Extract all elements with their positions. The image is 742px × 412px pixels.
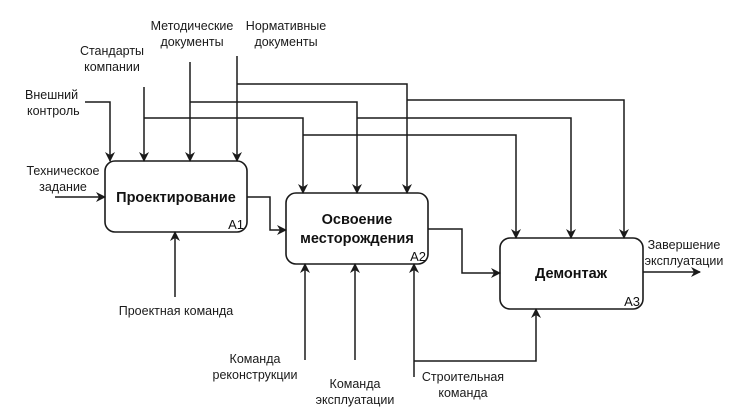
arrow-company-standards	[139, 87, 521, 239]
block-a3-id: A3	[624, 294, 640, 309]
block-a2-title-line1: Освоение	[322, 212, 393, 228]
label-design-team: Проектная команда	[119, 304, 234, 318]
block-a2[interactable]: Освоение месторождения A2	[285, 192, 429, 265]
svg-text:Нормативные: Нормативные	[246, 19, 326, 33]
svg-text:Проектная команда: Проектная команда	[119, 304, 234, 318]
svg-text:Команда: Команда	[330, 377, 381, 391]
svg-text:задание: задание	[39, 180, 87, 194]
svg-text:документы: документы	[254, 35, 317, 49]
arrow-external-control	[85, 101, 115, 162]
svg-text:Строительная: Строительная	[422, 370, 504, 384]
arrow-construction-team	[409, 263, 541, 377]
svg-text:эксплуатации: эксплуатации	[645, 254, 724, 268]
label-reconstruction-team: Команда реконструкции	[213, 352, 298, 382]
arrow-a2-to-a3	[428, 228, 501, 278]
label-company-standards: Стандарты компании	[80, 44, 144, 74]
block-a3-title: Демонтаж	[535, 266, 608, 282]
svg-text:Техническое: Техническое	[27, 164, 100, 178]
label-operation-team: Команда эксплуатации	[316, 377, 395, 407]
block-a1[interactable]: Проектирование A1	[104, 160, 248, 233]
svg-text:Внешний: Внешний	[25, 88, 78, 102]
label-methodical-docs: Методические документы	[151, 19, 234, 49]
svg-text:контроль: контроль	[27, 104, 80, 118]
label-normative-docs: Нормативные документы	[246, 19, 326, 49]
block-a1-id: A1	[228, 217, 244, 232]
label-technical-task: Техническое задание	[27, 164, 100, 194]
label-construction-team: Строительная команда	[422, 370, 504, 400]
block-a2-id: A2	[410, 249, 426, 264]
svg-text:документы: документы	[160, 35, 223, 49]
svg-text:Стандарты: Стандарты	[80, 44, 144, 58]
svg-text:Методические: Методические	[151, 19, 234, 33]
block-a1-title: Проектирование	[116, 190, 236, 206]
svg-text:эксплуатации: эксплуатации	[316, 393, 395, 407]
arrow-methodical-docs	[185, 62, 576, 239]
block-a2-title-line2: месторождения	[300, 231, 414, 247]
arrow-normative-docs	[232, 56, 629, 239]
arrow-a1-to-a2	[247, 196, 287, 235]
svg-text:Завершение: Завершение	[648, 238, 721, 252]
block-a3[interactable]: Демонтаж A3	[499, 237, 644, 310]
label-external-control: Внешний контроль	[25, 88, 80, 118]
svg-text:Команда: Команда	[230, 352, 281, 366]
svg-text:команда: команда	[438, 386, 487, 400]
svg-text:компании: компании	[84, 60, 140, 74]
label-end-of-operation: Завершение эксплуатации	[645, 238, 724, 268]
svg-text:реконструкции: реконструкции	[213, 368, 298, 382]
